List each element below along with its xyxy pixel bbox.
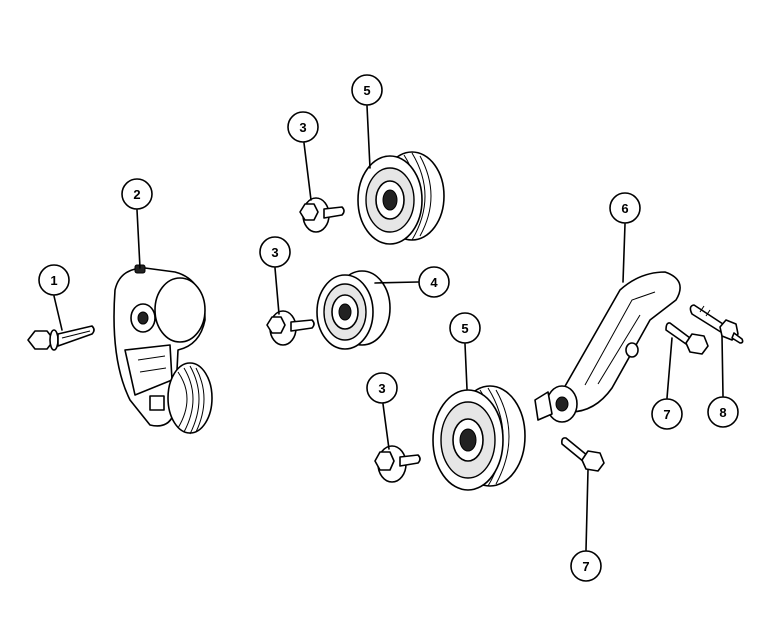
smooth-idler-part-4 bbox=[316, 270, 391, 350]
callout-1: 1 bbox=[38, 264, 70, 296]
callout-label: 2 bbox=[133, 187, 140, 202]
callout-7-lower: 7 bbox=[570, 550, 602, 582]
callout-label: 4 bbox=[430, 275, 438, 290]
callout-label: 7 bbox=[582, 559, 589, 574]
leader-lines bbox=[53, 105, 724, 551]
idler-pulley-part-5-upper bbox=[357, 151, 445, 245]
callout-label: 3 bbox=[299, 120, 306, 135]
callout-8: 8 bbox=[707, 396, 739, 428]
callout-label: 8 bbox=[719, 405, 726, 420]
bolt-part-3-middle bbox=[266, 310, 315, 346]
callout-label: 3 bbox=[378, 381, 385, 396]
callout-label: 6 bbox=[621, 201, 628, 216]
callout-label: 7 bbox=[663, 407, 670, 422]
callout-3-upper: 3 bbox=[287, 111, 319, 143]
callout-5-upper: 5 bbox=[351, 74, 383, 106]
bolt-part-7-lower bbox=[561, 437, 605, 472]
callout-label: 5 bbox=[363, 83, 370, 98]
bolt-part-3-upper bbox=[299, 197, 345, 233]
belt-tensioner-part-2 bbox=[113, 264, 213, 435]
callout-3-lower: 3 bbox=[366, 372, 398, 404]
callout-label: 1 bbox=[50, 273, 57, 288]
callout-5-lower: 5 bbox=[449, 312, 481, 344]
idler-pulley-part-5-lower bbox=[432, 385, 526, 491]
callout-2: 2 bbox=[121, 178, 153, 210]
callout-3-middle: 3 bbox=[259, 236, 291, 268]
callout-label: 3 bbox=[271, 245, 278, 260]
callout-7-right: 7 bbox=[651, 398, 683, 430]
bracket-part-6 bbox=[534, 271, 681, 423]
callout-label: 5 bbox=[461, 321, 468, 336]
bolt-part-7-right bbox=[665, 322, 709, 355]
callout-6: 6 bbox=[609, 192, 641, 224]
stud-part-8 bbox=[689, 304, 744, 344]
bolt-part-1 bbox=[27, 325, 95, 351]
callout-4: 4 bbox=[418, 266, 450, 298]
bolt-part-3-lower bbox=[374, 445, 421, 483]
